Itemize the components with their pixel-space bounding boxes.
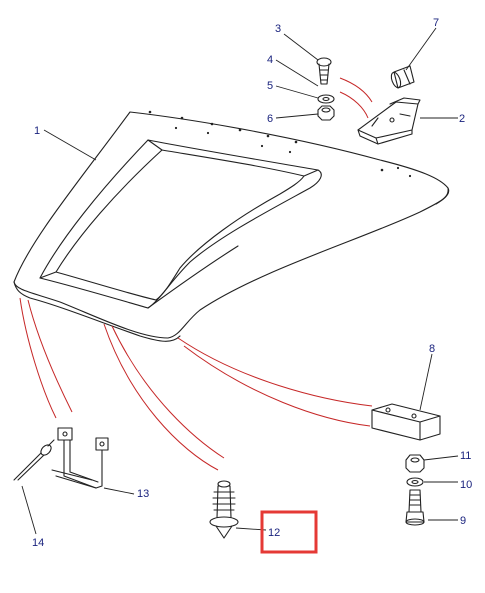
- part-7-hinge-bush: [390, 65, 415, 89]
- part-9-bolt: [405, 489, 425, 526]
- callout-3: 3: [275, 23, 281, 35]
- part-5-washer: [317, 94, 335, 104]
- callout-5: 5: [267, 80, 273, 92]
- callout-8: 8: [429, 343, 435, 355]
- callout-14: 14: [32, 537, 44, 549]
- callout-labels: 1 2 3 4 5 6 7 8 9 10 11 12 13 14: [32, 17, 472, 549]
- part-13-stay-bracket: [51, 427, 109, 489]
- part-1-hood-panel: [13, 110, 450, 342]
- callout-1: 1: [34, 125, 40, 137]
- callout-2: 2: [459, 113, 465, 125]
- callout-12-highlight-box: [260, 510, 318, 554]
- callout-10: 10: [460, 479, 472, 491]
- callout-9: 9: [460, 515, 466, 527]
- part-6-nut: [317, 105, 335, 121]
- leader-lines: [21, 27, 459, 535]
- part-11-nut: [405, 454, 425, 473]
- callout-4: 4: [267, 54, 273, 66]
- callout-13: 13: [137, 488, 149, 500]
- part-3-screw: [316, 57, 332, 85]
- assembly-lines: [19, 77, 373, 471]
- part-14-rivet: [13, 439, 55, 481]
- part-10-washer: [406, 477, 424, 487]
- part-12-push-clip: [209, 480, 239, 539]
- panel-rivet-holes: [148, 110, 412, 178]
- callout-7: 7: [433, 17, 439, 29]
- callout-6: 6: [267, 113, 273, 125]
- callout-12: 12: [268, 527, 280, 539]
- part-8-buffer-block: [371, 403, 441, 441]
- callout-11: 11: [460, 450, 471, 462]
- part-2-hinge-bracket: [357, 97, 421, 145]
